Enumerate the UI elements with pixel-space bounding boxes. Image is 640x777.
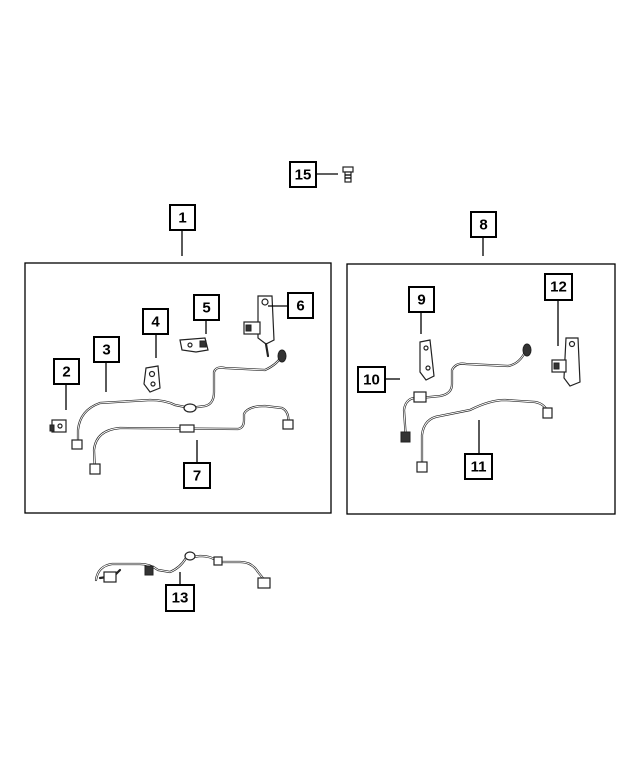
callout-8: 8 — [470, 211, 497, 238]
callout-12: 12 — [544, 273, 573, 301]
callout-6: 6 — [287, 292, 314, 319]
tube-part-10 — [400, 343, 532, 443]
callout-7: 7 — [183, 462, 211, 489]
callout-4-label: 4 — [151, 314, 160, 331]
callout-3: 3 — [93, 336, 120, 363]
callout-8-label: 8 — [479, 217, 487, 234]
callout-9: 9 — [408, 286, 435, 313]
callout-1-label: 1 — [178, 210, 186, 227]
callout-15-label: 15 — [295, 167, 312, 184]
bracket-part-9 — [419, 339, 435, 381]
callout-13-label: 13 — [172, 590, 189, 607]
sensor-part-6 — [243, 295, 275, 358]
callout-9-label: 9 — [417, 292, 425, 309]
clip-part-5 — [179, 337, 209, 353]
callout-12-label: 12 — [550, 279, 567, 296]
callout-6-label: 6 — [296, 298, 304, 315]
callout-10: 10 — [357, 366, 386, 393]
callout-3-label: 3 — [102, 342, 110, 359]
callout-13: 13 — [165, 584, 195, 612]
callout-10-label: 10 — [363, 372, 380, 389]
bracket-part-4 — [143, 365, 161, 393]
callout-5-label: 5 — [202, 300, 210, 317]
callout-5: 5 — [193, 294, 220, 321]
callout-1: 1 — [169, 204, 196, 231]
tube-part-7 — [89, 404, 294, 475]
callout-4: 4 — [142, 308, 169, 335]
tube-part-13 — [94, 551, 271, 589]
callout-2: 2 — [53, 358, 80, 385]
callout-7-label: 7 — [193, 468, 201, 485]
group-frame-1 — [24, 262, 332, 514]
callout-11: 11 — [464, 453, 493, 480]
tube-part-11 — [416, 398, 553, 473]
connector-part-2 — [49, 419, 67, 433]
callout-2-label: 2 — [62, 364, 70, 381]
callout-15: 15 — [289, 161, 317, 188]
callout-11-label: 11 — [471, 459, 487, 476]
group-frame-8 — [346, 263, 616, 515]
bolt-part-15 — [342, 166, 354, 183]
sensor-part-12 — [551, 337, 581, 387]
tube-part-3 — [71, 349, 287, 450]
